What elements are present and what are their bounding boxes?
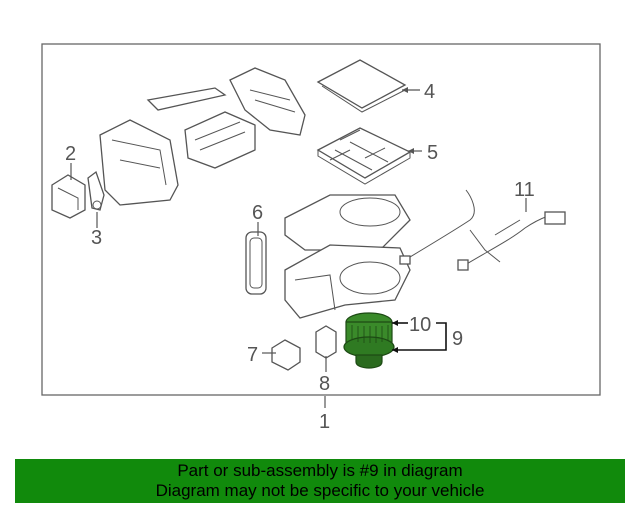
callout-9: 9: [452, 328, 463, 350]
cabin-filter: [316, 59, 408, 113]
gasket-seal: [245, 231, 267, 295]
hvac-case: [99, 111, 256, 206]
banner-line-disclaimer: Diagram may not be specific to your vehi…: [155, 481, 485, 500]
callout-6: 6: [252, 202, 263, 224]
diagram-frame: [41, 43, 601, 396]
connector: [315, 325, 337, 359]
callout-4: 4: [424, 81, 435, 103]
blower-housing: [284, 194, 411, 319]
callout-3: 3: [91, 227, 102, 249]
callout-11: 11: [514, 179, 535, 201]
callout-8: 8: [319, 373, 330, 395]
actuator-arm: [87, 170, 105, 211]
banner-line-part: Part or sub-assembly is #9 in diagram: [177, 461, 463, 480]
filter-housing: [316, 127, 412, 185]
callout-2: 2: [65, 143, 76, 165]
blower-motor: [343, 312, 395, 369]
callout-5: 5: [427, 142, 438, 164]
callout-7: 7: [247, 344, 258, 366]
actuator: [51, 174, 86, 219]
resistor: [271, 339, 301, 371]
wiring-harness: [399, 189, 566, 271]
callout-1: 1: [319, 411, 330, 433]
info-banner: Part or sub-assembly is #9 in diagram Di…: [15, 459, 625, 503]
parts-diagram: 1 2 3 4 5 6 7 8 9 10 11: [41, 43, 601, 433]
callout-10: 10: [409, 314, 431, 336]
air-duct: [146, 67, 306, 136]
leader-9-bracket: [392, 322, 447, 351]
